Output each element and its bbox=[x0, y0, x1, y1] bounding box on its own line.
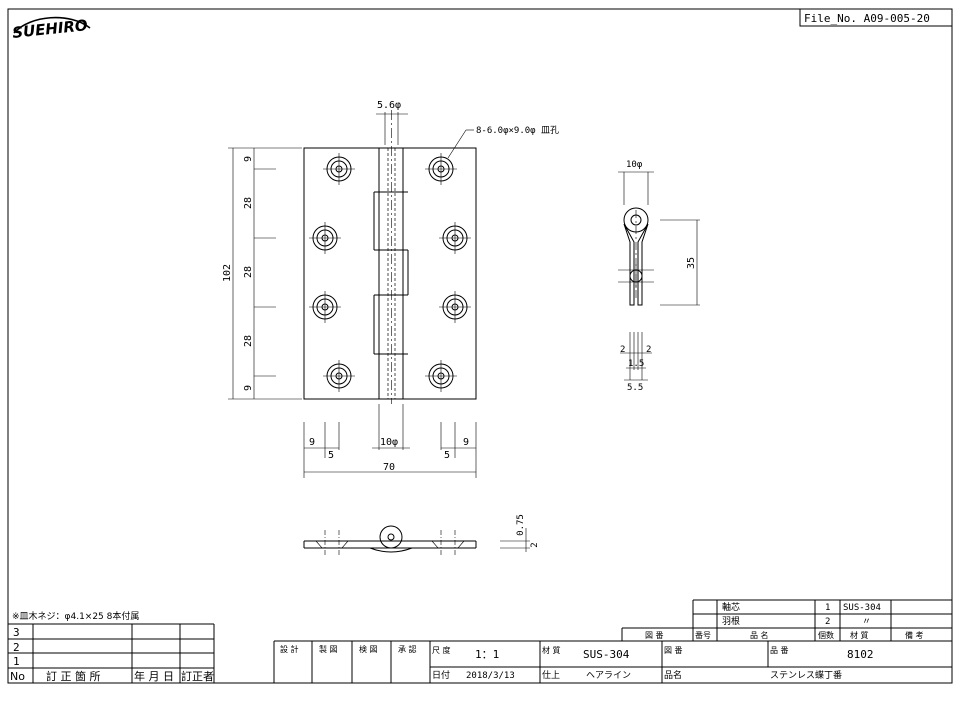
svg-text:0.75: 0.75 bbox=[516, 514, 526, 536]
label-product-no: 品 番 bbox=[770, 645, 789, 655]
value-product-no: 8102 bbox=[847, 648, 874, 661]
right-leaf bbox=[402, 147, 477, 400]
svg-text:28: 28 bbox=[243, 335, 254, 347]
revision-table: 3 2 1 No 訂 正 箇 所 年 月 日 訂正者 bbox=[8, 623, 215, 683]
label-check: 検 図 bbox=[359, 644, 378, 654]
label-material: 材 質 bbox=[542, 645, 561, 655]
label-approve: 承 認 bbox=[398, 644, 417, 654]
left-leaf bbox=[303, 147, 380, 400]
value-scale: 1：1 bbox=[475, 648, 499, 661]
svg-text:5: 5 bbox=[328, 450, 334, 461]
part-qty-2: 2 bbox=[825, 617, 830, 627]
parts-header-qty: 個数 bbox=[818, 630, 834, 640]
revision-row-3: 3 bbox=[13, 626, 20, 639]
dim-height-total: 102 bbox=[222, 264, 233, 282]
svg-text:28: 28 bbox=[243, 266, 254, 278]
svg-text:10φ: 10φ bbox=[380, 437, 398, 448]
svg-text:9: 9 bbox=[243, 156, 254, 162]
label-scale: 尺 度 bbox=[432, 645, 451, 655]
svg-text:8-6.0φ×9.0φ 皿孔: 8-6.0φ×9.0φ 皿孔 bbox=[476, 125, 559, 136]
revision-header-date: 年 月 日 bbox=[134, 669, 174, 683]
svg-text:9: 9 bbox=[463, 437, 469, 448]
file-number: File_No. A09-005-20 bbox=[804, 12, 930, 25]
parts-header-number: 番号 bbox=[695, 630, 711, 640]
part-qty-1: 1 bbox=[825, 603, 830, 613]
svg-text:28: 28 bbox=[243, 197, 254, 209]
label-name: 品名 bbox=[664, 669, 682, 681]
svg-text:5.6φ: 5.6φ bbox=[377, 100, 401, 111]
revision-header-corrector: 訂正者 bbox=[181, 669, 214, 683]
front-view: 5.6φ 8-6.0φ×9.0φ 皿孔 102 9 28 28 28 9 bbox=[222, 100, 559, 478]
part-material-2: 〃 bbox=[862, 617, 871, 627]
dim-left-vertical: 102 9 28 28 28 9 bbox=[222, 147, 302, 400]
svg-text:9: 9 bbox=[309, 437, 315, 448]
svg-text:5.5: 5.5 bbox=[627, 383, 643, 393]
value-date: 2018/3/13 bbox=[466, 671, 515, 681]
revision-row-1: 1 bbox=[13, 655, 20, 668]
svg-text:5: 5 bbox=[444, 450, 450, 461]
revision-row-2: 2 bbox=[13, 641, 20, 654]
hole-left-1 bbox=[323, 153, 355, 185]
svg-text:10φ: 10φ bbox=[626, 160, 643, 170]
holes-note: 8-6.0φ×9.0φ 皿孔 bbox=[447, 125, 559, 159]
hole-left-2 bbox=[309, 222, 341, 254]
part-material-1: SUS-304 bbox=[843, 603, 881, 613]
svg-text:9: 9 bbox=[243, 385, 254, 391]
section-view: 0.75 2 bbox=[303, 514, 540, 555]
screw-holes bbox=[309, 153, 471, 392]
svg-text:1.5: 1.5 bbox=[628, 359, 644, 369]
label-drawing: 図 番 bbox=[664, 645, 683, 655]
parts-header-name: 品 名 bbox=[750, 630, 769, 640]
parts-header-drawing-no: 図 番 bbox=[645, 630, 664, 640]
sheet-border bbox=[7, 8, 953, 684]
value-finish: ヘアライン bbox=[586, 670, 631, 681]
hole-right-3 bbox=[439, 291, 471, 323]
hole-right-4 bbox=[425, 360, 457, 392]
parts-table: 軸芯 1 SUS-304 羽根 2 〃 図 番 番号 品 名 個数 材 質 備 … bbox=[621, 599, 952, 641]
svg-text:2: 2 bbox=[646, 345, 651, 355]
revision-header-no: No bbox=[10, 670, 25, 683]
revision-header-location: 訂 正 箇 所 bbox=[46, 669, 101, 683]
parts-header-remarks: 備 考 bbox=[905, 630, 924, 640]
svg-text:70: 70 bbox=[383, 462, 395, 473]
suehiro-logo: SUEHIRO bbox=[11, 16, 91, 42]
svg-text:2: 2 bbox=[620, 345, 625, 355]
side-view: 10φ 35 2 2 1.5 5.5 bbox=[618, 160, 700, 393]
part-name-2: 羽根 bbox=[722, 615, 740, 627]
parts-header-material: 材 質 bbox=[850, 630, 869, 640]
hole-left-4 bbox=[323, 360, 355, 392]
dim-bottom-horizontal: 9 5 10φ 9 5 70 bbox=[303, 404, 477, 478]
file-number-box: File_No. A09-005-20 bbox=[799, 8, 953, 27]
dim-pin-dia: 5.6φ bbox=[376, 100, 408, 145]
label-draft: 製 図 bbox=[319, 644, 338, 654]
hole-right-2 bbox=[439, 222, 471, 254]
svg-text:35: 35 bbox=[686, 257, 697, 269]
hole-left-3 bbox=[309, 291, 341, 323]
knuckle bbox=[373, 110, 409, 404]
title-block: 設 計 製 図 検 図 承 認 尺 度 1：1 材 質 SUS-304 図 番 … bbox=[273, 640, 952, 683]
logo-text: SUEHIRO bbox=[11, 16, 88, 42]
svg-text:2: 2 bbox=[530, 542, 540, 547]
value-name: ステンレス蝶丁番 bbox=[770, 669, 842, 681]
label-finish: 仕上 bbox=[542, 669, 560, 681]
label-design: 設 計 bbox=[280, 644, 299, 654]
hole-right-1 bbox=[425, 153, 457, 185]
part-name-1: 軸芯 bbox=[722, 601, 740, 613]
value-material: SUS-304 bbox=[583, 648, 630, 661]
label-date: 日付 bbox=[432, 670, 450, 681]
screws-note: ※皿木ネジ：φ4.1×25 8本付属 bbox=[12, 610, 139, 622]
